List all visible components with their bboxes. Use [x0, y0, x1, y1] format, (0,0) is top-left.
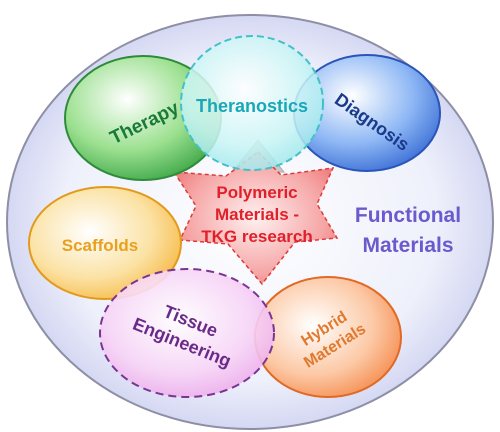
- hybrid-bubble: [254, 276, 402, 398]
- theranostics-label: Theranostics: [196, 96, 308, 116]
- theranostics-bubble: [180, 35, 324, 171]
- center-label-line2: Materials -: [215, 205, 299, 224]
- tissue-bubble: [99, 268, 275, 398]
- outer-label-line1: Functional: [355, 204, 461, 227]
- scaffolds-label: Scaffolds: [62, 236, 139, 255]
- center-star: [172, 151, 339, 286]
- center-label-line3: TKG research: [201, 227, 313, 246]
- scaffolds-bubble: [28, 186, 182, 300]
- center-label-line1: Polymeric: [216, 183, 297, 202]
- outer-label-line2: Materials: [362, 234, 453, 257]
